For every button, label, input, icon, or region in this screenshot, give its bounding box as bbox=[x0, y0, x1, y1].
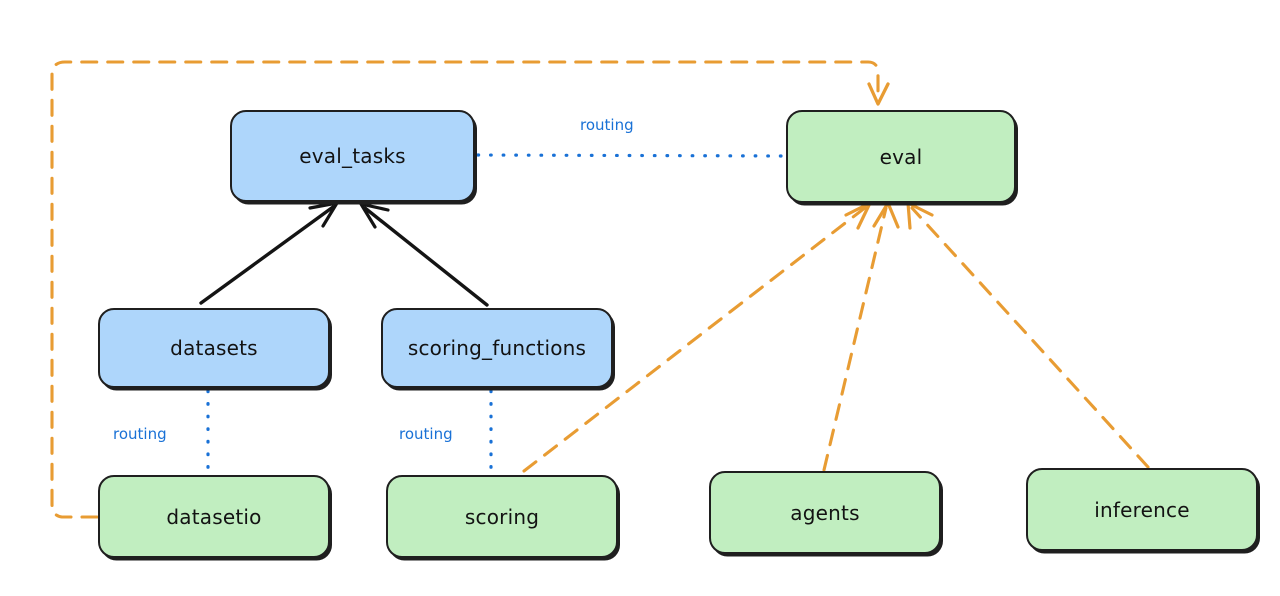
node-label: scoring bbox=[464, 504, 540, 529]
node-datasetio[interactable]: datasetio bbox=[98, 475, 330, 558]
node-eval-tasks[interactable]: eval_tasks bbox=[230, 110, 475, 202]
edge-agents-to-eval bbox=[822, 201, 900, 472]
edge-scoring-to-eval bbox=[522, 201, 872, 473]
node-label: scoring_functions bbox=[407, 336, 587, 360]
edge-scoring-functions-to-eval-tasks bbox=[359, 202, 489, 307]
node-label: datasets bbox=[170, 336, 258, 360]
node-label: inference bbox=[1094, 497, 1190, 522]
node-label: eval_tasks bbox=[299, 144, 406, 168]
edge-datasets-to-eval-tasks bbox=[199, 201, 339, 305]
node-eval[interactable]: eval bbox=[786, 110, 1016, 203]
node-label: eval bbox=[879, 144, 923, 169]
node-datasets[interactable]: datasets bbox=[98, 308, 330, 388]
edge-label-routing-eval-tasks: routing bbox=[580, 116, 634, 134]
node-label: agents bbox=[790, 500, 860, 525]
node-agents[interactable]: agents bbox=[709, 471, 941, 554]
edge-inference-to-eval bbox=[906, 201, 1150, 469]
node-scoring-functions[interactable]: scoring_functions bbox=[381, 308, 613, 388]
edge-label-routing-datasets: routing bbox=[113, 425, 167, 443]
edge-label-routing-scoring-functions: routing bbox=[399, 425, 453, 443]
node-label: datasetio bbox=[166, 504, 262, 529]
edge-eval-tasks-to-eval bbox=[476, 153, 785, 158]
node-scoring[interactable]: scoring bbox=[386, 475, 618, 558]
node-inference[interactable]: inference bbox=[1026, 468, 1258, 551]
edge-datasetio-to-eval bbox=[50, 60, 890, 519]
